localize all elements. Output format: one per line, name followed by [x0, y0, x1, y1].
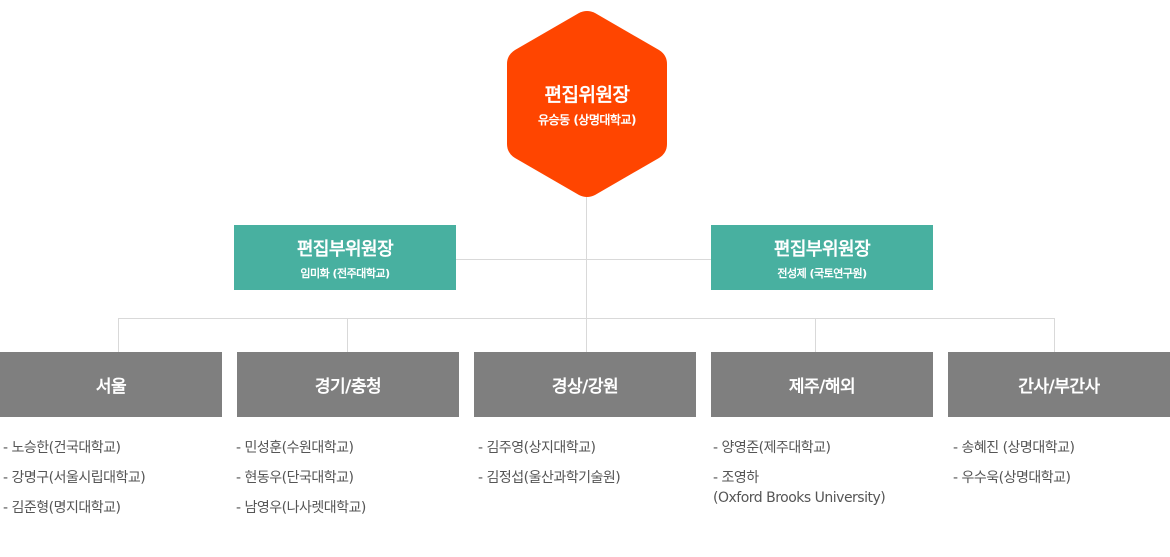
vice-chair-2: 편집부위원장 전성제 (국토연구원) — [711, 225, 933, 290]
member-item: - 민성훈(수원대학교) — [236, 440, 354, 456]
connector-drop-4 — [815, 318, 816, 352]
member-item: - 양영준(제주대학교) — [713, 440, 831, 456]
member-list-gyeonggi-chungcheong: - 민성훈(수원대학교) - 현동우(단국대학교) - 남영우(나사렛대학교) — [236, 438, 464, 528]
chief-hexagon — [507, 11, 667, 197]
region-gyeongsang-gangwon: 경상/강원 — [474, 352, 696, 417]
connector-trunk — [586, 195, 587, 352]
vice-chair-title: 편집부위원장 — [296, 238, 394, 260]
member-item: - 강명구(서울시립대학교) — [3, 470, 146, 486]
member-item: - 남영우(나사렛대학교) — [236, 500, 366, 516]
member-item: - 송혜진 (상명대학교) — [953, 440, 1075, 456]
region-jeju-overseas: 제주/해외 — [711, 352, 933, 417]
connector-drop-1 — [118, 318, 119, 352]
vice-chair-1: 편집부위원장 임미화 (전주대학교) — [234, 225, 456, 290]
chief-title: 편집위원장 — [544, 84, 630, 106]
region-secretary: 간사/부간사 — [948, 352, 1170, 417]
member-item: - 김주영(상지대학교) — [478, 440, 596, 456]
region-seoul: 서울 — [0, 352, 222, 417]
member-list-gyeongsang-gangwon: - 김주영(상지대학교) - 김정섭(울산과학기술원) — [478, 438, 706, 498]
connector-drop-2 — [347, 318, 348, 352]
member-list-seoul: - 노승한(건국대학교) - 강명구(서울시립대학교) - 김준형(명지대학교) — [3, 438, 231, 528]
vice-chair-name: 전성제 (국토연구원) — [777, 266, 867, 280]
member-list-secretary: - 송혜진 (상명대학교) - 우수욱(상명대학교) — [953, 438, 1170, 498]
member-item: - 노승한(건국대학교) — [3, 440, 121, 456]
member-item: - 현동우(단국대학교) — [236, 470, 354, 486]
member-item: - 우수욱(상명대학교) — [953, 470, 1071, 486]
connector-drop-5 — [1054, 318, 1055, 352]
member-item: - 조영하 (Oxford Brooks University) — [713, 470, 886, 506]
member-item: - 김정섭(울산과학기술원) — [478, 470, 621, 486]
member-list-jeju-overseas: - 양영준(제주대학교) - 조영하 (Oxford Brooks Univer… — [713, 438, 941, 518]
vice-chair-name: 임미화 (전주대학교) — [300, 266, 390, 280]
connector-vice — [456, 259, 711, 260]
chief-node: 편집위원장 유승동 (상명대학교) — [505, 9, 669, 199]
connector-branch — [118, 318, 1055, 319]
member-item: - 김준형(명지대학교) — [3, 500, 121, 516]
chief-name: 유승동 (상명대학교) — [538, 113, 636, 127]
vice-chair-title: 편집부위원장 — [773, 238, 871, 260]
region-gyeonggi-chungcheong: 경기/충청 — [237, 352, 459, 417]
